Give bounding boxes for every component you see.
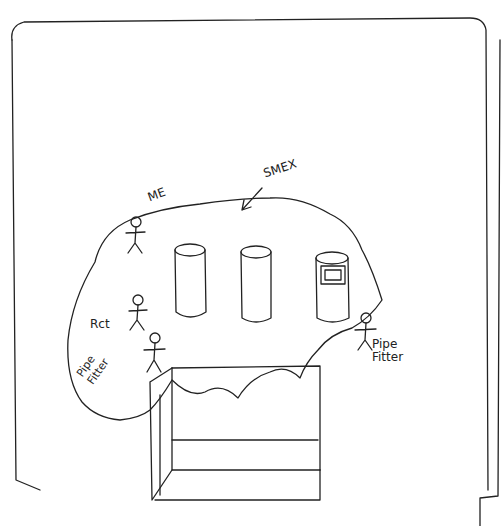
stick-figure bbox=[144, 333, 165, 372]
box bbox=[150, 366, 320, 500]
hand-label: SMEX bbox=[262, 149, 323, 180]
hand-label: Rct bbox=[90, 318, 130, 331]
stick-figure bbox=[126, 217, 145, 253]
room-outline bbox=[12, 18, 488, 490]
hand-label: ME bbox=[146, 178, 188, 204]
smoke-cloud bbox=[68, 198, 382, 420]
leader-arrow bbox=[242, 188, 262, 210]
hand-label: Pipe Fitter bbox=[74, 336, 121, 387]
cylinder bbox=[241, 246, 271, 322]
room-wall bbox=[480, 40, 500, 526]
room-outline bbox=[12, 40, 40, 490]
hand-label: Pipe Fitter bbox=[372, 338, 420, 364]
cylinder bbox=[175, 244, 206, 317]
stick-figure bbox=[129, 295, 147, 330]
cylinder bbox=[316, 252, 349, 322]
